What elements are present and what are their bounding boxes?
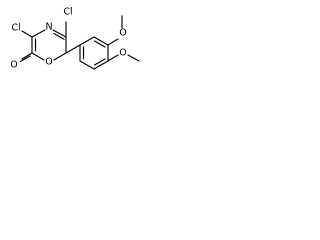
atom-o-carbonyl: O	[10, 60, 17, 71]
bond-c3-cl	[21, 30, 33, 38]
atom-o-meo4: O	[119, 48, 126, 59]
bond-n4-c5-double	[53, 32, 65, 40]
atom-o1: O	[45, 57, 52, 68]
bond-ar2-ar3	[93, 36, 109, 46]
atom-cl3: Cl	[11, 23, 20, 34]
atom-o-meo3: O	[119, 28, 126, 39]
bond-ar3-o-meo3	[107, 38, 119, 46]
bond-n4-c5	[52, 29, 67, 38]
bond-c2-o-carbonyl	[21, 52, 33, 60]
bond-ar2-ar3-double	[93, 40, 106, 48]
bond-o-meo4-ch3	[127, 54, 140, 62]
bond-c6-o1	[53, 52, 67, 61]
bond-ar4-ar5-double	[93, 58, 106, 66]
bond-c6-aryl	[65, 44, 81, 54]
bond-ar4-ar5	[93, 60, 109, 70]
bond-c3-n4	[31, 29, 46, 38]
bond-o1-c2	[31, 52, 45, 61]
chemical-structure: N O O Cl Cl O O	[10, 7, 140, 71]
atom-n4: N	[45, 22, 52, 33]
bond-ar4-o-meo4	[107, 54, 119, 62]
bond-c2-o-carbonyl-double	[19, 55, 31, 63]
atom-cl5: Cl	[63, 7, 72, 18]
bond-ar5-ar6	[79, 60, 95, 70]
bond-ar1-ar2	[79, 36, 95, 46]
